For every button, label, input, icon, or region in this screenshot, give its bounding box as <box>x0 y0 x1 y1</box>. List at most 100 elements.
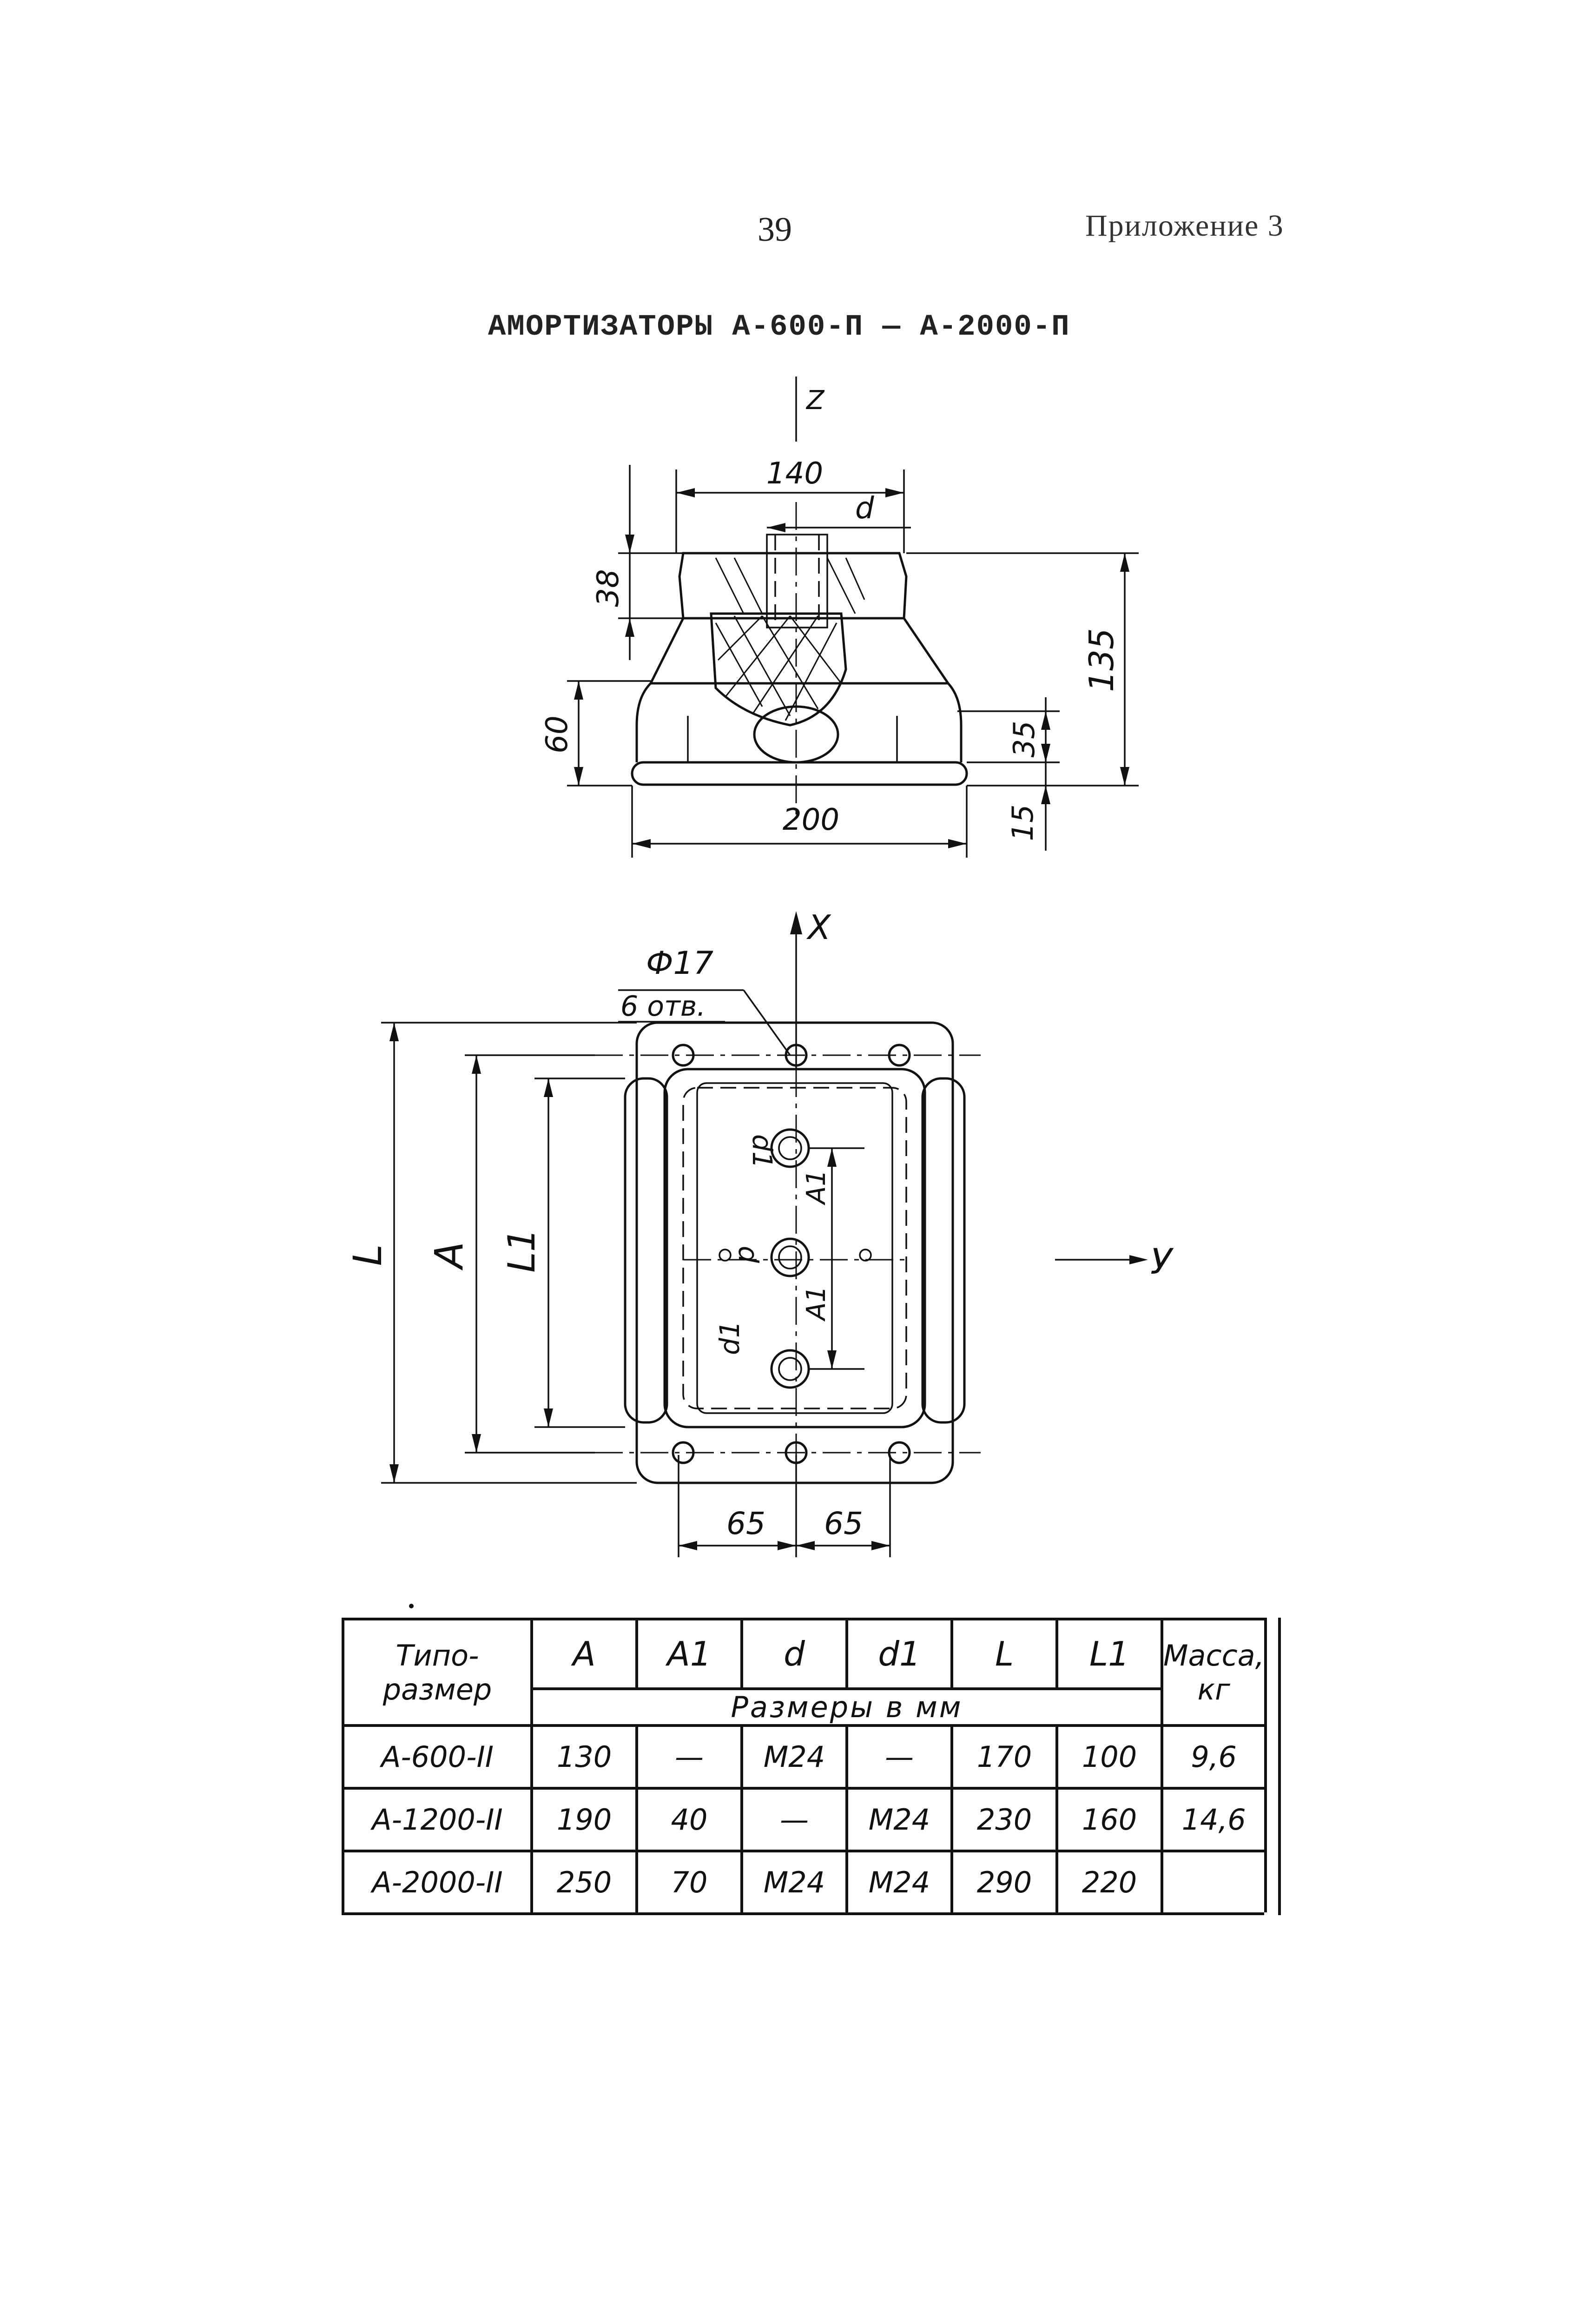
dim38-arrow-top <box>625 535 634 553</box>
row2-L: 230 <box>950 1787 1058 1852</box>
row3-A: 250 <box>530 1850 638 1915</box>
row3-A1: 70 <box>635 1850 743 1915</box>
bottom-ball <box>753 705 839 764</box>
dim65-arrow-right <box>871 1541 890 1550</box>
plan-body-hidden <box>682 1087 907 1409</box>
stud-bottom <box>770 1349 810 1389</box>
dim-L1-arrow-top <box>544 1078 553 1097</box>
hole-count-label: 6 отв. <box>620 990 706 1023</box>
stud-top-label: d1 <box>746 1134 778 1169</box>
header-type: Типо- размер <box>342 1618 533 1727</box>
dim15-text: 15 <box>1006 805 1040 841</box>
dim60-text: 60 <box>540 715 574 753</box>
core-hatching <box>715 557 865 614</box>
plan-body-inner <box>696 1082 893 1414</box>
header-d: d <box>740 1618 848 1690</box>
row1-L: 170 <box>950 1724 1058 1790</box>
side-pin <box>859 1249 872 1262</box>
row1-L1: 100 <box>1055 1724 1163 1790</box>
dim200-text: 200 <box>783 803 839 837</box>
stud-bottom-label: d1 <box>714 1321 745 1355</box>
page-number: 39 <box>758 211 792 249</box>
header-d1: d1 <box>845 1618 953 1690</box>
rubber-insert-section <box>710 612 847 727</box>
row3-type: А-2000-II <box>342 1850 533 1915</box>
dim65-arrow-left <box>679 1541 697 1550</box>
table-units-row: Размеры в мм <box>343 1687 1279 1727</box>
dim-L-text: L <box>345 1244 390 1266</box>
header-type-line2: размер <box>383 1672 492 1706</box>
header-A: A <box>530 1618 638 1690</box>
hole-diameter-label: Ф17 <box>646 945 713 982</box>
dim35-arrow-top <box>1041 711 1050 730</box>
dim35-arrow-bottom <box>1041 744 1050 762</box>
row2-d1: М24 <box>845 1787 953 1852</box>
side-pin <box>719 1249 732 1262</box>
z-axis-label: Z <box>805 385 825 416</box>
dim-d-text: d <box>855 491 874 526</box>
document-title: АМОРТИЗАТОРЫ А-600-П — А-2000-П <box>488 311 1070 344</box>
table-row: А-600-II 130 — М24 — 170 100 9,6 <box>342 1724 1279 1790</box>
units-note: Размеры в мм <box>530 1687 1163 1727</box>
header-L1: L1 <box>1055 1618 1163 1690</box>
dim135-arrow-bottom <box>1120 767 1129 786</box>
dim-A-arrow-top <box>472 1055 481 1074</box>
row3-L: 290 <box>950 1850 1058 1915</box>
technical-drawing: Z <box>345 377 1174 1608</box>
row2-A: 190 <box>530 1787 638 1852</box>
body-flanges <box>635 682 963 762</box>
header-mass-line1: Масса, <box>1163 1638 1265 1673</box>
dim-L1-arrow-bottom <box>544 1408 553 1427</box>
dim65-left-text: 65 <box>726 1506 765 1541</box>
header-mass: Масса, кг <box>1160 1618 1267 1727</box>
plan-body <box>663 1068 926 1428</box>
header-mass-line2: кг <box>1197 1672 1230 1706</box>
mounting-hole <box>888 1441 911 1464</box>
dim-A-arrow-bottom <box>472 1434 481 1453</box>
x-axis-arrow <box>790 911 802 934</box>
dim15-arrow <box>1041 786 1050 804</box>
dim60-arrow-top <box>574 681 583 700</box>
dim38-arrow-bottom <box>625 618 634 637</box>
appendix-label: Приложение 3 <box>1085 209 1284 243</box>
row1-mass: 9,6 <box>1160 1724 1267 1790</box>
dim-A1-arrow-bottom <box>827 1350 837 1369</box>
rubber-body <box>648 617 950 685</box>
mounting-holes <box>672 1044 911 1464</box>
table-ghost-column <box>1265 1619 1281 1914</box>
stud-center-label: d <box>732 1246 764 1263</box>
dim140-text: 140 <box>766 456 823 491</box>
plan-view: X У Ф17 6 отв. <box>345 908 1174 1608</box>
dim135-text: 135 <box>1082 628 1121 692</box>
dim-A-text: A <box>426 1242 472 1270</box>
stud-bottom-inner <box>778 1357 802 1381</box>
dim-A1-bottom-text: A1 <box>801 1286 831 1322</box>
dim-d-arrow <box>767 523 785 532</box>
stray-dot <box>409 1604 414 1608</box>
dim65-arrow-center-right <box>796 1541 815 1550</box>
stud-center <box>770 1237 810 1277</box>
y-axis-arrow <box>1129 1255 1148 1264</box>
stud-top-inner <box>778 1136 802 1160</box>
row1-A: 130 <box>530 1724 638 1790</box>
dim135-arrow-top <box>1120 553 1129 572</box>
row3-d: М24 <box>740 1850 848 1915</box>
rubber-insert-hatching <box>715 615 842 721</box>
table-row: А-2000-II 250 70 М24 М24 290 220 <box>342 1850 1279 1915</box>
stud-center-inner <box>778 1245 802 1269</box>
row3-d1: М24 <box>845 1850 953 1915</box>
bumper-left <box>624 1077 668 1424</box>
dim-L1-text: L1 <box>500 1228 543 1272</box>
row3-mass <box>1160 1850 1267 1915</box>
row2-L1: 160 <box>1055 1787 1163 1852</box>
header-L: L <box>950 1618 1058 1690</box>
threaded-bore <box>766 534 828 628</box>
mounting-hole <box>785 1044 808 1067</box>
plan-base-plate <box>635 1021 954 1484</box>
bumper-right <box>921 1077 966 1424</box>
dim65-arrow-center-left <box>778 1541 796 1550</box>
row2-type: А-1200-II <box>342 1787 533 1852</box>
header-type-line1: Типо- <box>396 1638 479 1673</box>
dim-L-arrow-top <box>389 1023 399 1041</box>
dim60-arrow-bottom <box>574 767 583 786</box>
